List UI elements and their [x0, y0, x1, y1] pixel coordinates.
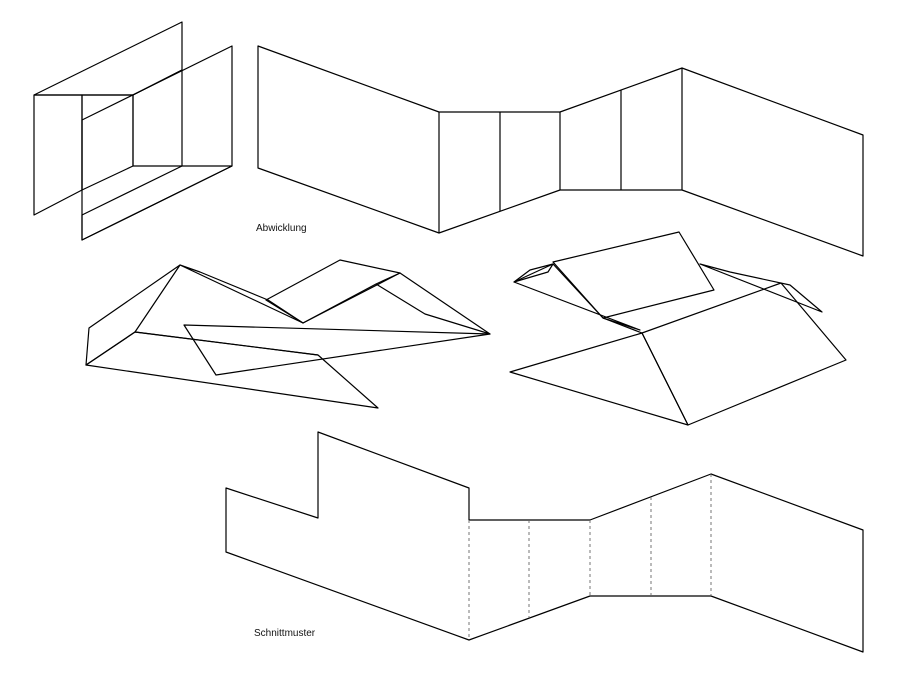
- left-form-edge-b: [302, 283, 377, 324]
- right-form-right-sheet: [699, 263, 823, 313]
- unfolding-label: Abwicklung: [256, 223, 307, 234]
- right-form-back-sheet: [513, 263, 641, 331]
- frame-opening: [81, 94, 134, 191]
- right-form-base-sheet: [509, 332, 689, 426]
- frame-left-side: [33, 94, 83, 216]
- right-form-dark-face: [552, 231, 715, 319]
- right-form-edge-a: [602, 317, 643, 334]
- left-form-diagonal-sheet: [183, 324, 491, 376]
- frame-back-panel: [81, 45, 233, 241]
- frame-bottom-face: [81, 165, 233, 241]
- cutting-pattern-figure: [225, 431, 864, 653]
- left-form-dark-face: [265, 259, 401, 324]
- frame-right-side: [132, 69, 183, 167]
- folded-form-right: [509, 231, 847, 426]
- folded-form-left: [85, 259, 491, 409]
- left-form-edge-a: [134, 331, 319, 356]
- right-form-light-face: [641, 282, 847, 426]
- right-form-back-left-face: [513, 263, 554, 283]
- unfolding-figure: [257, 45, 864, 257]
- unfolding-outline: [257, 45, 864, 257]
- left-form-base-sheet: [85, 331, 379, 409]
- left-form-right-face: [375, 272, 491, 335]
- perspective-frame-figure: [33, 21, 233, 241]
- left-form-left-face: [85, 264, 181, 366]
- cutting-pattern-label: Schnittmuster: [254, 628, 316, 639]
- cutting-pattern-outline: [225, 431, 864, 653]
- frame-top-face: [33, 21, 183, 96]
- left-form-ridge-panel: [179, 264, 304, 324]
